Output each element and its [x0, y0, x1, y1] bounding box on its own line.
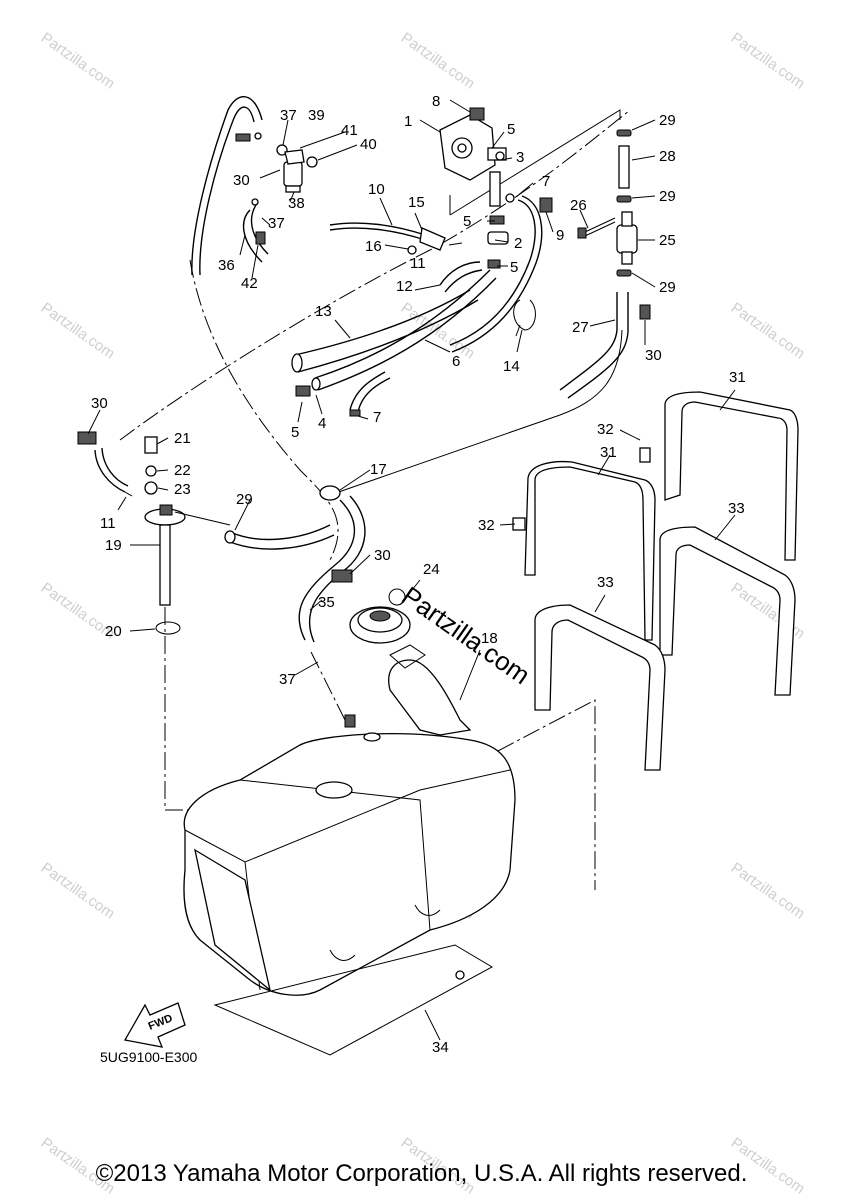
label-15: 15	[408, 194, 425, 211]
label-21: 21	[174, 430, 191, 447]
label-29c: 29	[659, 279, 676, 296]
label-27: 27	[572, 319, 589, 336]
part-labels: 1 2 3 4 5 5 5 5 6 7 7 8 9 10 11 11 12 13…	[91, 93, 746, 1056]
drawing-code: 5UG9100-E300	[100, 1049, 198, 1065]
label-19: 19	[105, 537, 122, 554]
label-16: 16	[365, 238, 382, 255]
label-5d: 5	[291, 424, 299, 441]
watermark: Partzilla.com	[728, 579, 808, 642]
watermark: Partzilla.com	[38, 29, 118, 92]
label-2: 2	[514, 235, 522, 252]
label-39: 39	[308, 107, 325, 124]
watermark: Partzilla.com	[728, 859, 808, 922]
label-34: 34	[432, 1039, 449, 1056]
label-30a: 30	[233, 172, 250, 189]
straps-31-33	[512, 391, 799, 771]
label-3: 3	[516, 149, 524, 166]
label-10: 10	[368, 181, 385, 198]
watermark: Partzilla.com	[398, 29, 478, 92]
watermark: Partzilla.com	[38, 299, 118, 362]
label-6: 6	[452, 353, 460, 370]
label-33b: 33	[597, 574, 614, 591]
pump-bracket-lines	[449, 109, 621, 216]
label-29d: 29	[236, 491, 253, 508]
label-37b: 37	[268, 215, 285, 232]
fuel-tank-18	[183, 644, 516, 996]
label-8: 8	[432, 93, 440, 110]
fuel-cock-1	[439, 107, 553, 269]
label-5c: 5	[510, 259, 518, 276]
assembly-outline-loop	[189, 259, 339, 561]
label-18: 18	[481, 630, 498, 647]
label-7a: 7	[542, 173, 550, 190]
fwd-arrow-icon: FWD	[123, 1002, 186, 1048]
filter-assembly-38	[235, 132, 318, 245]
mat-34	[213, 944, 494, 1056]
label-9: 9	[556, 227, 564, 244]
watermark: Partzilla.com	[398, 299, 478, 362]
leader-lines	[87, 99, 736, 1041]
label-42: 42	[241, 275, 258, 292]
label-5b: 5	[463, 213, 471, 230]
label-24: 24	[423, 561, 440, 578]
label-36: 36	[218, 257, 235, 274]
label-20: 20	[105, 623, 122, 640]
hoses-12-6-13-4	[291, 261, 497, 417]
hose-36	[191, 96, 269, 276]
hose-10	[329, 222, 463, 255]
watermark: Partzilla.com	[728, 299, 808, 362]
label-29b: 29	[659, 188, 676, 205]
hose-7	[449, 195, 543, 353]
label-32b: 32	[478, 517, 495, 534]
label-28: 28	[659, 148, 676, 165]
assembly-outline-top	[119, 109, 631, 441]
label-25: 25	[659, 232, 676, 249]
label-31b: 31	[600, 444, 617, 461]
watermark: Partzilla.com	[728, 29, 808, 92]
label-41: 41	[341, 122, 358, 139]
tank-to-strap-line	[309, 649, 346, 721]
label-7b: 7	[373, 409, 381, 426]
fuel-sender-19	[77, 431, 335, 635]
filter-line-right	[559, 129, 651, 399]
hose-35	[298, 485, 366, 643]
label-38: 38	[288, 195, 305, 212]
label-29a: 29	[659, 112, 676, 129]
label-33a: 33	[728, 500, 745, 517]
copyright-notice: ©2013 Yamaha Motor Corporation, U.S.A. A…	[95, 1160, 748, 1187]
label-17: 17	[370, 461, 387, 478]
label-11b: 11	[100, 515, 116, 532]
label-30b: 30	[645, 347, 662, 364]
label-5a: 5	[507, 121, 515, 138]
label-22: 22	[174, 462, 191, 479]
watermark: Partzilla.com	[38, 859, 118, 922]
label-40: 40	[360, 136, 377, 153]
label-30c: 30	[91, 395, 108, 412]
label-35: 35	[318, 594, 335, 611]
label-12: 12	[396, 278, 413, 295]
label-11a: 11	[410, 255, 426, 272]
label-37a: 37	[280, 107, 297, 124]
label-23: 23	[174, 481, 191, 498]
label-14: 14	[503, 358, 520, 375]
label-31a: 31	[729, 369, 746, 386]
label-30d: 30	[374, 547, 391, 564]
assembly-outline-right	[329, 329, 623, 496]
label-1: 1	[404, 113, 412, 130]
clip-14	[513, 299, 536, 337]
label-26: 26	[570, 197, 587, 214]
label-13: 13	[315, 303, 332, 320]
label-37c: 37	[279, 671, 296, 688]
label-4: 4	[318, 415, 326, 432]
filler-cap-24	[349, 606, 411, 644]
label-32a: 32	[597, 421, 614, 438]
